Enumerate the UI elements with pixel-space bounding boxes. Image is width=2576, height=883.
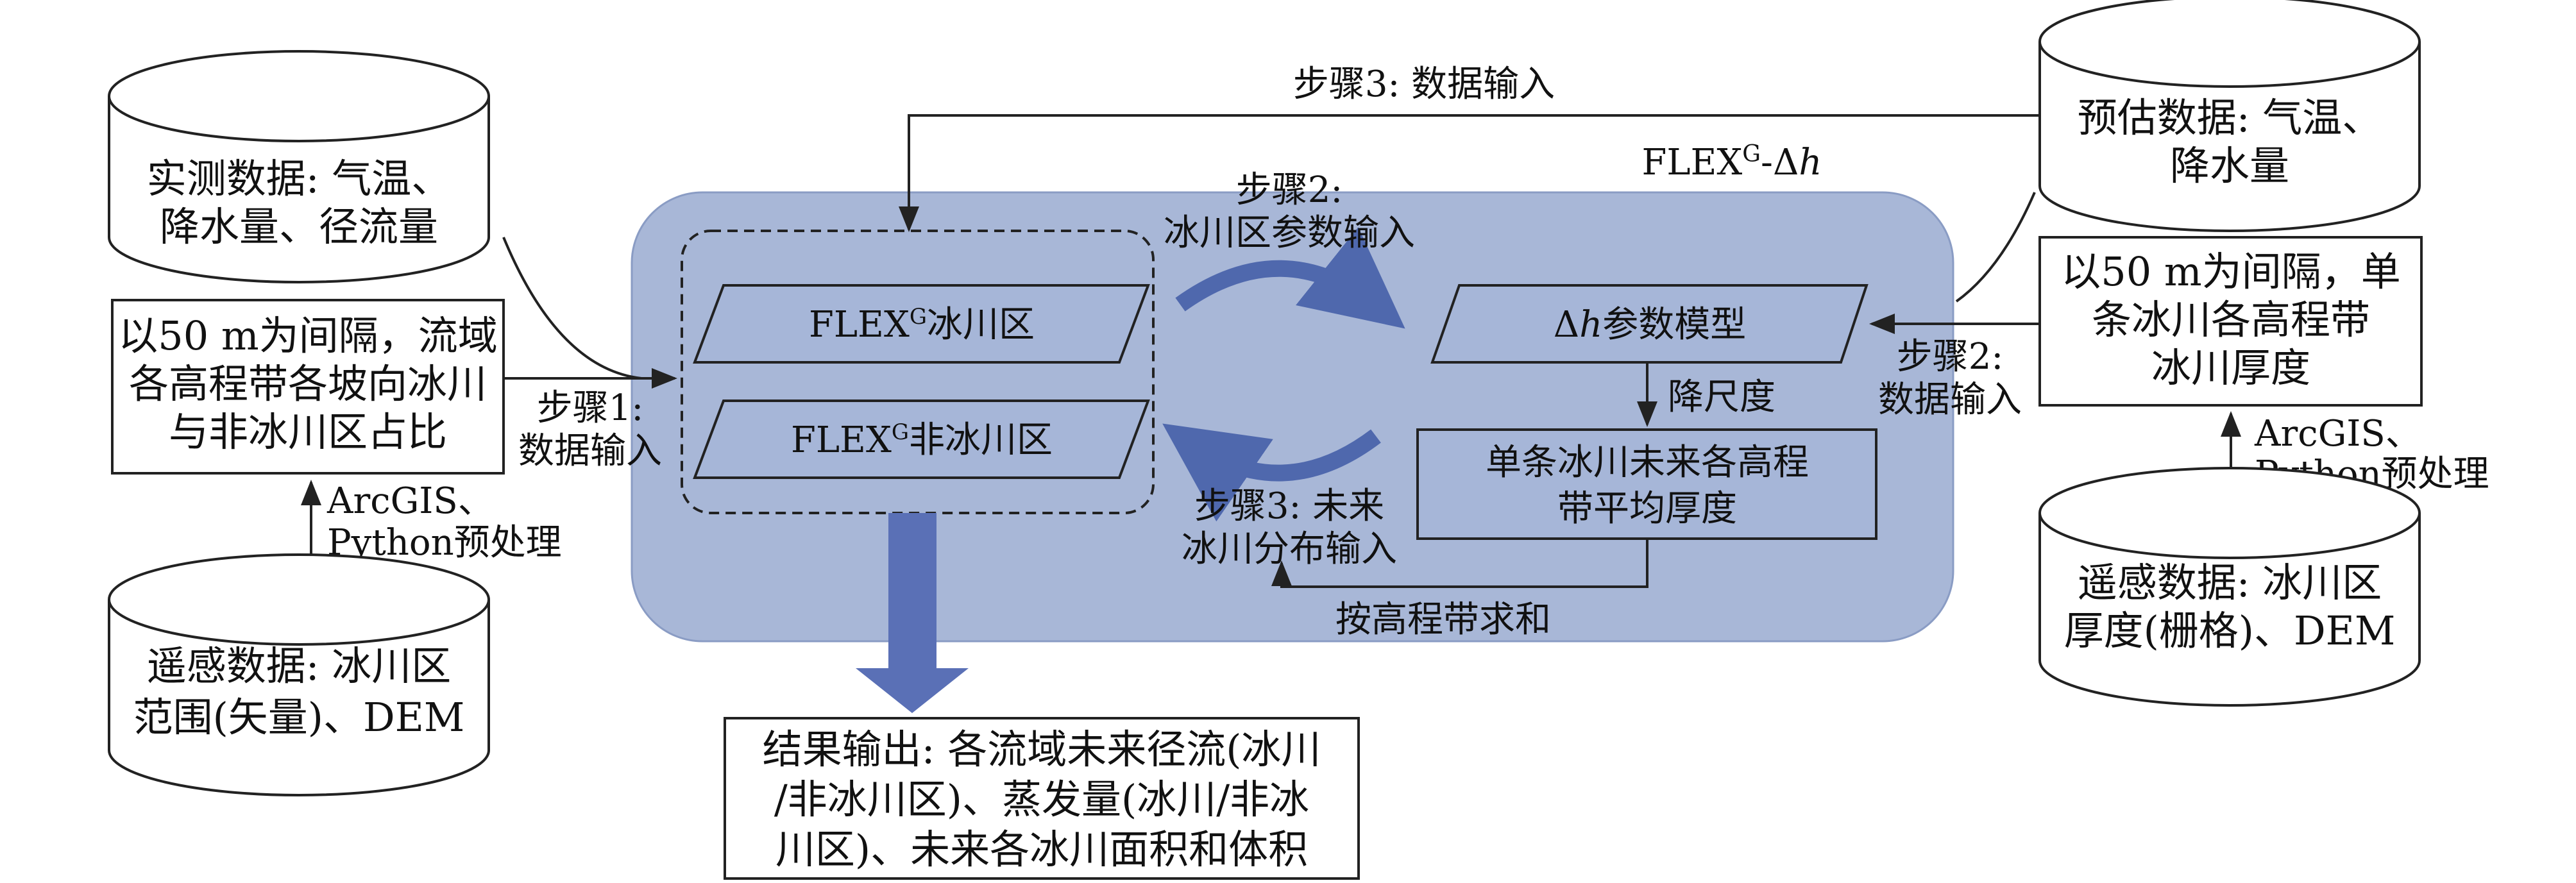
- rs-extent-line1: 遥感数据: 冰川区: [147, 643, 452, 689]
- step3-future-line1: 步骤3: 未来: [1194, 485, 1384, 527]
- step3-future-line2: 冰川分布输入: [1182, 528, 1397, 570]
- thickness-per-band-box: 以50 m为间隔，单 条冰川各高程带 冰川厚度: [2038, 236, 2423, 407]
- step2-input-line2: 数据输入: [1878, 379, 2022, 421]
- observed-data-line1: 实测数据: 气温、: [147, 155, 452, 202]
- output-line2: /非冰川区)、蒸发量(冰川/非冰: [774, 776, 1309, 823]
- rs-thickness-line1: 遥感数据: 冰川区: [2078, 559, 2382, 606]
- svg-text:FLEXG非冰川区: FLEXG非冰川区: [791, 419, 1053, 461]
- flexg-glacier-module: FLEXG冰川区: [693, 284, 1150, 364]
- aspect-ratio-line2: 各高程带各坡向冰川: [129, 360, 487, 407]
- output-arrow: [856, 513, 969, 713]
- projected-data-line1: 预估数据: 气温、: [2078, 94, 2382, 141]
- model-panel-title: FLEXG-Δh: [1641, 141, 1822, 184]
- step2-input-line1: 步骤2:: [1897, 336, 2004, 378]
- thickness-result-line1: 单条冰川未来各高程: [1486, 442, 1809, 484]
- projected-data-cylinder: 预估数据: 气温、 降水量: [2038, 0, 2421, 232]
- step1-arrow: [502, 237, 642, 380]
- rs-extent-line2: 范围(矢量)、DEM: [133, 694, 465, 741]
- output-line1: 结果输出: 各流域未来径流(冰川: [763, 726, 1321, 773]
- svg-text:Δh参数模型: Δh参数模型: [1554, 304, 1747, 346]
- projected-to-dh-connector: [1955, 192, 2036, 303]
- thickness-per-band-line1: 以50 m为间隔，单: [2061, 248, 2400, 295]
- step2-params-line1: 步骤2:: [1236, 169, 1343, 211]
- rs-thickness-line2: 厚度(栅格)、DEM: [2064, 607, 2396, 654]
- rs-extent-cylinder: 遥感数据: 冰川区 范围(矢量)、DEM: [108, 553, 490, 796]
- preprocess-right-line1: ArcGIS、: [2254, 413, 2421, 455]
- svg-text:FLEXG冰川区: FLEXG冰川区: [809, 304, 1035, 346]
- thickness-per-band-line2: 条冰川各高程带: [2092, 296, 2370, 343]
- step1-label-line1: 步骤1:: [537, 387, 644, 429]
- sum-by-band-label: 按高程带求和: [1335, 599, 1551, 641]
- step1-label-line2: 数据输入: [518, 430, 662, 472]
- future-distribution-cycle-arrow: [1162, 423, 1381, 522]
- param-input-cycle-arrow: [1175, 227, 1405, 329]
- aspect-ratio-line1: 以50 m为间隔，流域: [118, 312, 497, 359]
- step2-params-line2: 冰川区参数输入: [1164, 212, 1415, 254]
- step3-top-label: 步骤3: 数据输入: [1293, 63, 1555, 105]
- dh-parameter-model: Δh参数模型: [1430, 284, 1868, 364]
- thickness-result-box: 单条冰川未来各高程 带平均厚度: [1416, 428, 1877, 540]
- step3-data-input-arrow: [899, 114, 2040, 232]
- flexg-nonglacier-module: FLEXG非冰川区: [693, 399, 1150, 479]
- rs-thickness-cylinder: 遥感数据: 冰川区 厚度(栅格)、DEM: [2038, 467, 2421, 707]
- output-line3: 川区)、未来各冰川面积和体积: [775, 826, 1308, 873]
- output-box: 结果输出: 各流域未来径流(冰川 /非冰川区)、蒸发量(冰川/非冰 川区)、未来…: [724, 717, 1360, 880]
- thickness-result-line2: 带平均厚度: [1557, 488, 1737, 530]
- observed-data-cylinder: 实测数据: 气温、 降水量、径流量: [108, 50, 490, 283]
- observed-data-line2: 降水量、径流量: [160, 203, 438, 250]
- thickness-per-band-line3: 冰川厚度: [2151, 344, 2310, 391]
- aspect-ratio-box: 以50 m为间隔，流域 各高程带各坡向冰川 与非冰川区占比: [111, 299, 505, 475]
- preprocess-left-line1: ArcGIS、: [326, 480, 494, 522]
- aspect-ratio-line3: 与非冰川区占比: [169, 408, 447, 455]
- sum-by-band-arrow: [1271, 539, 1648, 588]
- downscale-label: 降尺度: [1668, 376, 1775, 418]
- projected-data-line2: 降水量: [2170, 142, 2289, 189]
